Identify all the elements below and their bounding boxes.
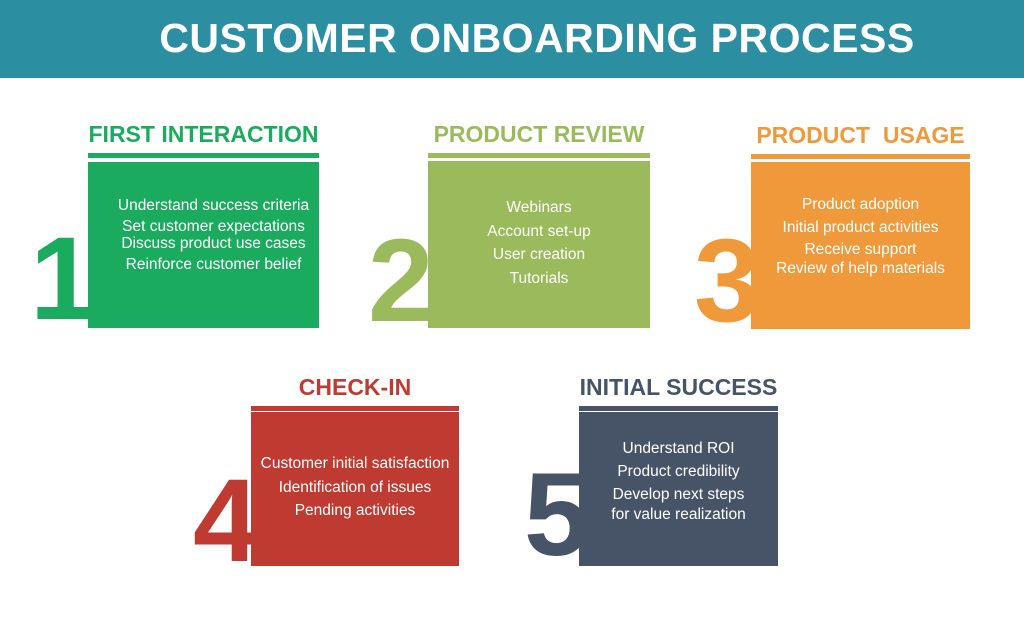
step-box [428,161,650,328]
list-item: Review of help materials [776,259,945,277]
header-banner: CUSTOMER ONBOARDING PROCESS [0,0,1024,78]
step-title: INITIAL SUCCESS [579,374,778,400]
step-underline [579,406,778,411]
list-item: Initial product activities [782,218,939,236]
step-number-4: 4 [193,455,259,587]
list-item: User creation [492,246,586,263]
step-underline [251,406,459,411]
step-underline [751,154,970,159]
step-box [88,162,319,328]
step-number-3: 3 [694,215,760,347]
list-item: Webinars [506,199,572,216]
step-number-1: 1 [30,213,96,345]
page-title: CUSTOMER ONBOARDING PROCESS [159,15,915,61]
step-title: PRODUCT USAGE [756,122,965,148]
list-item: Develop next steps [612,486,745,503]
list-item: Understand ROI [622,440,735,457]
list-item: for value realization [611,506,746,523]
list-item: Customer initial satisfaction [260,455,450,472]
step-number-2: 2 [368,215,434,347]
step-items: Understand success criteria Set customer… [98,195,329,275]
step-title: FIRST INTERACTION [88,121,319,147]
list-item: Identification of issues [278,478,432,496]
list-item: Product credibility [617,463,740,480]
list-item: Set customer expectations [122,218,305,235]
step-box [751,162,970,329]
step-number-5: 5 [524,449,590,581]
step-title: CHECK-IN [298,374,412,400]
list-item: Reinforce customer belief [125,256,302,273]
list-item: Product adoption [801,196,920,213]
step-items: Product adoption Initial product activit… [751,194,970,280]
step-box [251,412,459,566]
step-box [579,412,778,566]
list-item: Discuss product use cases [121,235,306,252]
list-item: Pending activities [294,502,416,519]
step-underline [428,153,650,158]
list-item: Tutorials [509,269,569,287]
step-items: Understand ROI Product credibility Devel… [579,437,778,526]
step-title: PRODUCT REVIEW [433,121,645,147]
list-item: Account set-up [487,222,591,240]
step-items: Customer initial satisfaction Identifica… [251,452,459,523]
list-item: Receive support [804,241,917,258]
list-item: Understand success criteria [117,197,310,214]
step-items: Webinars Account set-up User creation Tu… [428,196,650,290]
step-underline [88,153,319,158]
